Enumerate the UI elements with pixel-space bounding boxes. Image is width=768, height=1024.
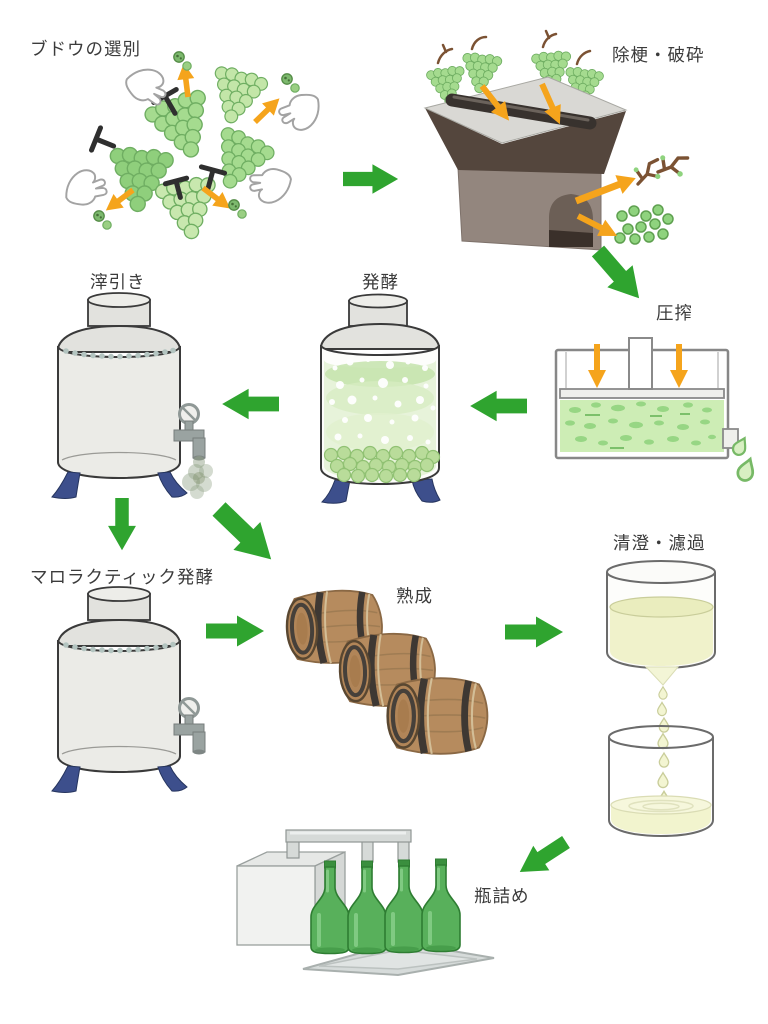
aging-barrels-illustration (285, 589, 487, 754)
malolactic-tank-illustration (50, 585, 207, 794)
arrow-selection-to-crusher (343, 164, 399, 194)
crusher-roller (445, 93, 597, 130)
arrow-malolactic-to-aging (206, 615, 264, 647)
tank-shoulder (320, 322, 440, 350)
fermenting-must (323, 358, 441, 484)
label-grape-selection: ブドウの選別 (30, 40, 141, 60)
wine-bottles (309, 857, 462, 956)
grape-pulp (565, 401, 716, 446)
arrow-racking-to-aging (205, 495, 285, 574)
arrow-clarification-to-bottling (511, 829, 575, 885)
ejected-berries (614, 204, 674, 245)
fermentation-tank-illustration (320, 293, 441, 504)
grape-selection-illustration (64, 51, 322, 244)
grape-stems (436, 29, 592, 66)
settled-grapes (323, 445, 441, 484)
filler-machine (236, 850, 346, 947)
press-illustration (554, 337, 759, 484)
filter-drops (656, 686, 670, 808)
arrow-racking-to-malolactic (108, 498, 136, 551)
filling-pipe (285, 829, 412, 863)
label-destemming-crushing: 除梗・破砕 (612, 46, 705, 66)
label-clarification-filtration: 清澄・濾過 (613, 534, 706, 554)
grapes-into-crusher (425, 29, 605, 109)
label-pressing: 圧搾 (656, 304, 693, 324)
crusher-machine (423, 76, 628, 251)
arrow-press-to-fermentation (470, 390, 527, 422)
label-fermentation: 発酵 (362, 273, 399, 293)
bottling-illustration (236, 829, 495, 977)
hand-icon (276, 92, 322, 133)
lees-discharge (182, 456, 213, 499)
lower-container (608, 725, 714, 838)
press-plate (559, 388, 725, 399)
hand-icon (64, 167, 110, 208)
label-aging: 熟成 (396, 587, 433, 607)
crusher-illustration (423, 29, 690, 251)
arrow-fermentation-to-racking (222, 388, 279, 420)
arrow-aging-to-clarification (505, 616, 563, 648)
upper-container (606, 560, 716, 686)
racking-tank-illustration (50, 291, 213, 500)
label-racking: 滓引き (90, 273, 146, 293)
label-bottling: 瓶詰め (474, 887, 530, 907)
label-malolactic-fermentation: マロラクティック発酵 (30, 568, 214, 588)
ejected-stems (630, 149, 690, 186)
clarification-illustration (606, 560, 716, 838)
arrow-crusher-to-press (585, 240, 652, 310)
press-spout (722, 428, 739, 449)
press-piston (628, 337, 653, 390)
